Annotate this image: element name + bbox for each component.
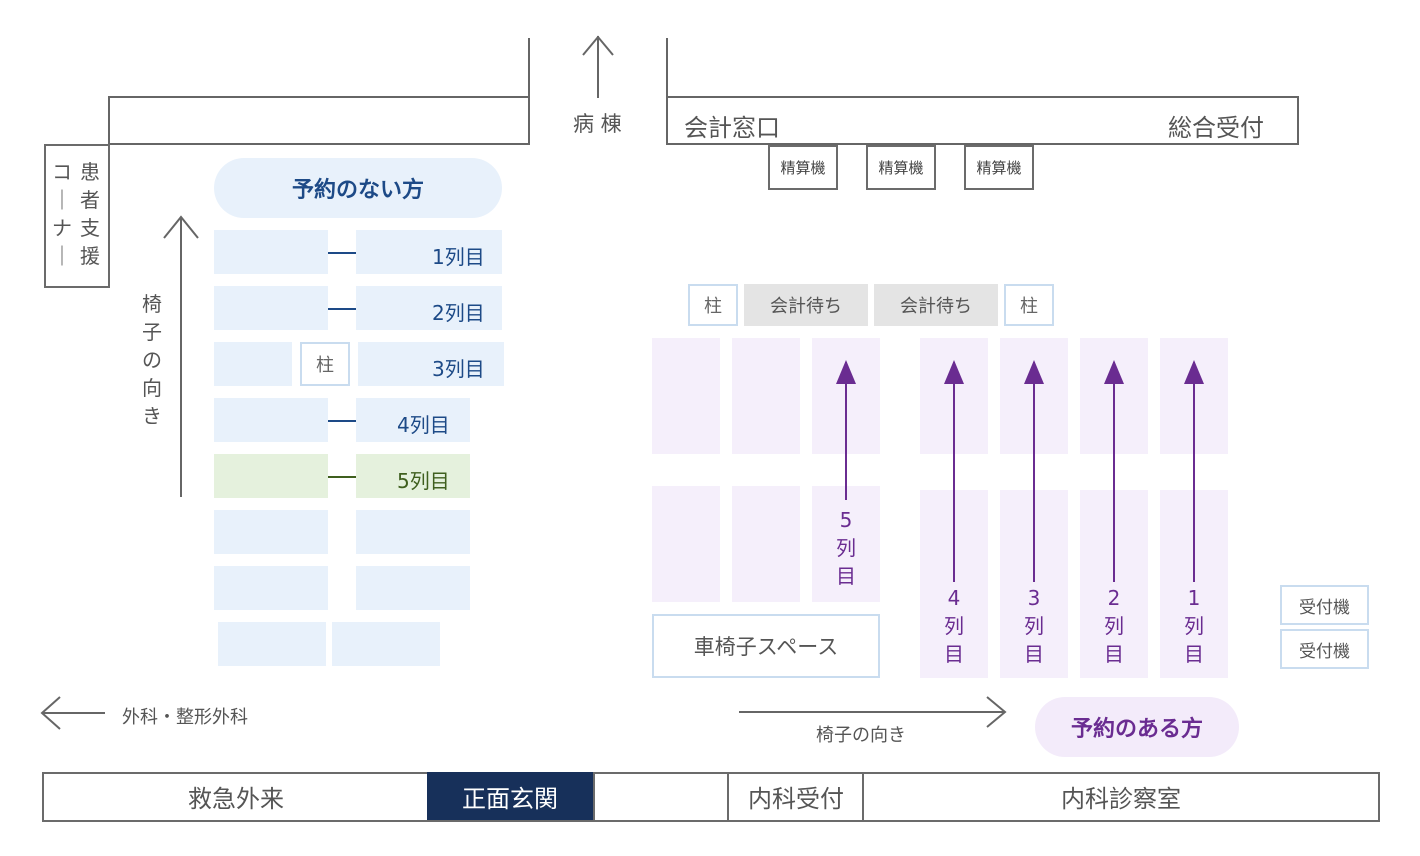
row-char: 目 xyxy=(944,642,964,666)
main-entrance: 正面玄関 xyxy=(427,772,593,820)
reception-machine-2: 受付機 xyxy=(1280,629,1369,669)
payment-machine-2: 精算機 xyxy=(866,145,936,190)
row-char: 目 xyxy=(1104,642,1124,666)
seat-block xyxy=(356,398,470,442)
patient-support-corner: 患者支援 コ｜ナ｜ xyxy=(44,144,110,288)
reception-machine-1: 受付機 xyxy=(1280,585,1369,625)
row-char: 列 xyxy=(1184,614,1204,638)
seat-block xyxy=(358,342,504,386)
row-char: 列 xyxy=(836,536,856,560)
seat-block xyxy=(332,622,440,666)
row-char: 列 xyxy=(1104,614,1124,638)
seat-block xyxy=(356,566,470,610)
internal-medicine-reception: 内科受付 xyxy=(748,784,844,813)
ward-label: 病 棟 xyxy=(573,112,622,136)
row-char: 目 xyxy=(1184,642,1204,666)
row-number: 5 xyxy=(839,508,853,532)
right-row-4-label: 4 列 目 xyxy=(939,584,969,668)
right-row-1-label: 1 列 目 xyxy=(1179,584,1209,668)
row-number: 4 xyxy=(947,586,961,610)
left-chair-direction-label: 椅子の向き xyxy=(142,292,162,428)
bottom-wall xyxy=(42,772,1380,822)
divider xyxy=(593,772,595,822)
seat-block xyxy=(214,398,328,442)
seat-block xyxy=(652,486,720,602)
waiting-area-2: 会計待ち xyxy=(874,284,998,326)
no-appointment-label: 予約のない方 xyxy=(214,158,502,218)
seat-block xyxy=(214,286,328,330)
right-row-5-label: 5 列 目 xyxy=(831,506,861,590)
appointment-label: 予約のある方 xyxy=(1035,697,1239,757)
left-row-3-label: 3列目 xyxy=(432,357,485,381)
emergency-outpatient: 救急外来 xyxy=(188,784,284,813)
row-number: 1 xyxy=(1187,586,1201,610)
row-char: 列 xyxy=(944,614,964,638)
right-row-2-label: 2 列 目 xyxy=(1099,584,1129,668)
outpatient-left-arrow xyxy=(40,696,105,730)
left-pillar: 柱 xyxy=(300,342,350,386)
row-char: 目 xyxy=(836,564,856,588)
seat-block xyxy=(356,510,470,554)
seat-block xyxy=(652,338,720,454)
payment-machine-1: 精算機 xyxy=(768,145,838,190)
seat-block-highlight xyxy=(214,454,328,498)
seat-block xyxy=(218,622,326,666)
internal-medicine-exam-room: 内科診察室 xyxy=(1061,784,1181,813)
right-row-3-label: 3 列 目 xyxy=(1019,584,1049,668)
right-chair-direction-label: 椅子の向き xyxy=(816,725,906,746)
ward-up-arrow xyxy=(582,35,614,98)
left-row-4-label: 4列目 xyxy=(397,413,450,437)
row-char: 目 xyxy=(1024,642,1044,666)
top-walls xyxy=(108,38,1299,145)
divider xyxy=(727,772,729,822)
seat-block xyxy=(732,338,800,454)
seat-block xyxy=(356,286,502,330)
row-number: 2 xyxy=(1107,586,1121,610)
right-pillar-right: 柱 xyxy=(1004,284,1054,326)
seat-block xyxy=(214,230,328,274)
general-reception-label: 総合受付 xyxy=(1168,114,1264,142)
seat-block xyxy=(356,230,502,274)
patient-support-label: 患者支援 xyxy=(80,160,100,268)
seat-block xyxy=(732,486,800,602)
left-row-5-label: 5列目 xyxy=(397,469,450,493)
row-number: 3 xyxy=(1027,586,1041,610)
corner-label: コ｜ナ｜ xyxy=(52,160,72,268)
divider xyxy=(862,772,864,822)
seat-block xyxy=(214,342,292,386)
outpatient-direction-label: 外科・整形外科 xyxy=(122,707,248,728)
waiting-area-1: 会計待ち xyxy=(744,284,868,326)
seat-block-highlight xyxy=(356,454,470,498)
left-row-1-label: 1列目 xyxy=(432,245,485,269)
right-pillar-left: 柱 xyxy=(688,284,738,326)
row-char: 列 xyxy=(1024,614,1044,638)
left-chair-direction-arrow xyxy=(163,215,199,497)
right-chair-direction-arrow xyxy=(739,696,1007,728)
left-row-2-label: 2列目 xyxy=(432,301,485,325)
wheelchair-space: 車椅子スペース xyxy=(652,614,880,678)
seat-block xyxy=(214,566,328,610)
seat-block xyxy=(214,510,328,554)
payment-machine-3: 精算機 xyxy=(964,145,1034,190)
cashier-window-label: 会計窓口 xyxy=(684,114,780,142)
